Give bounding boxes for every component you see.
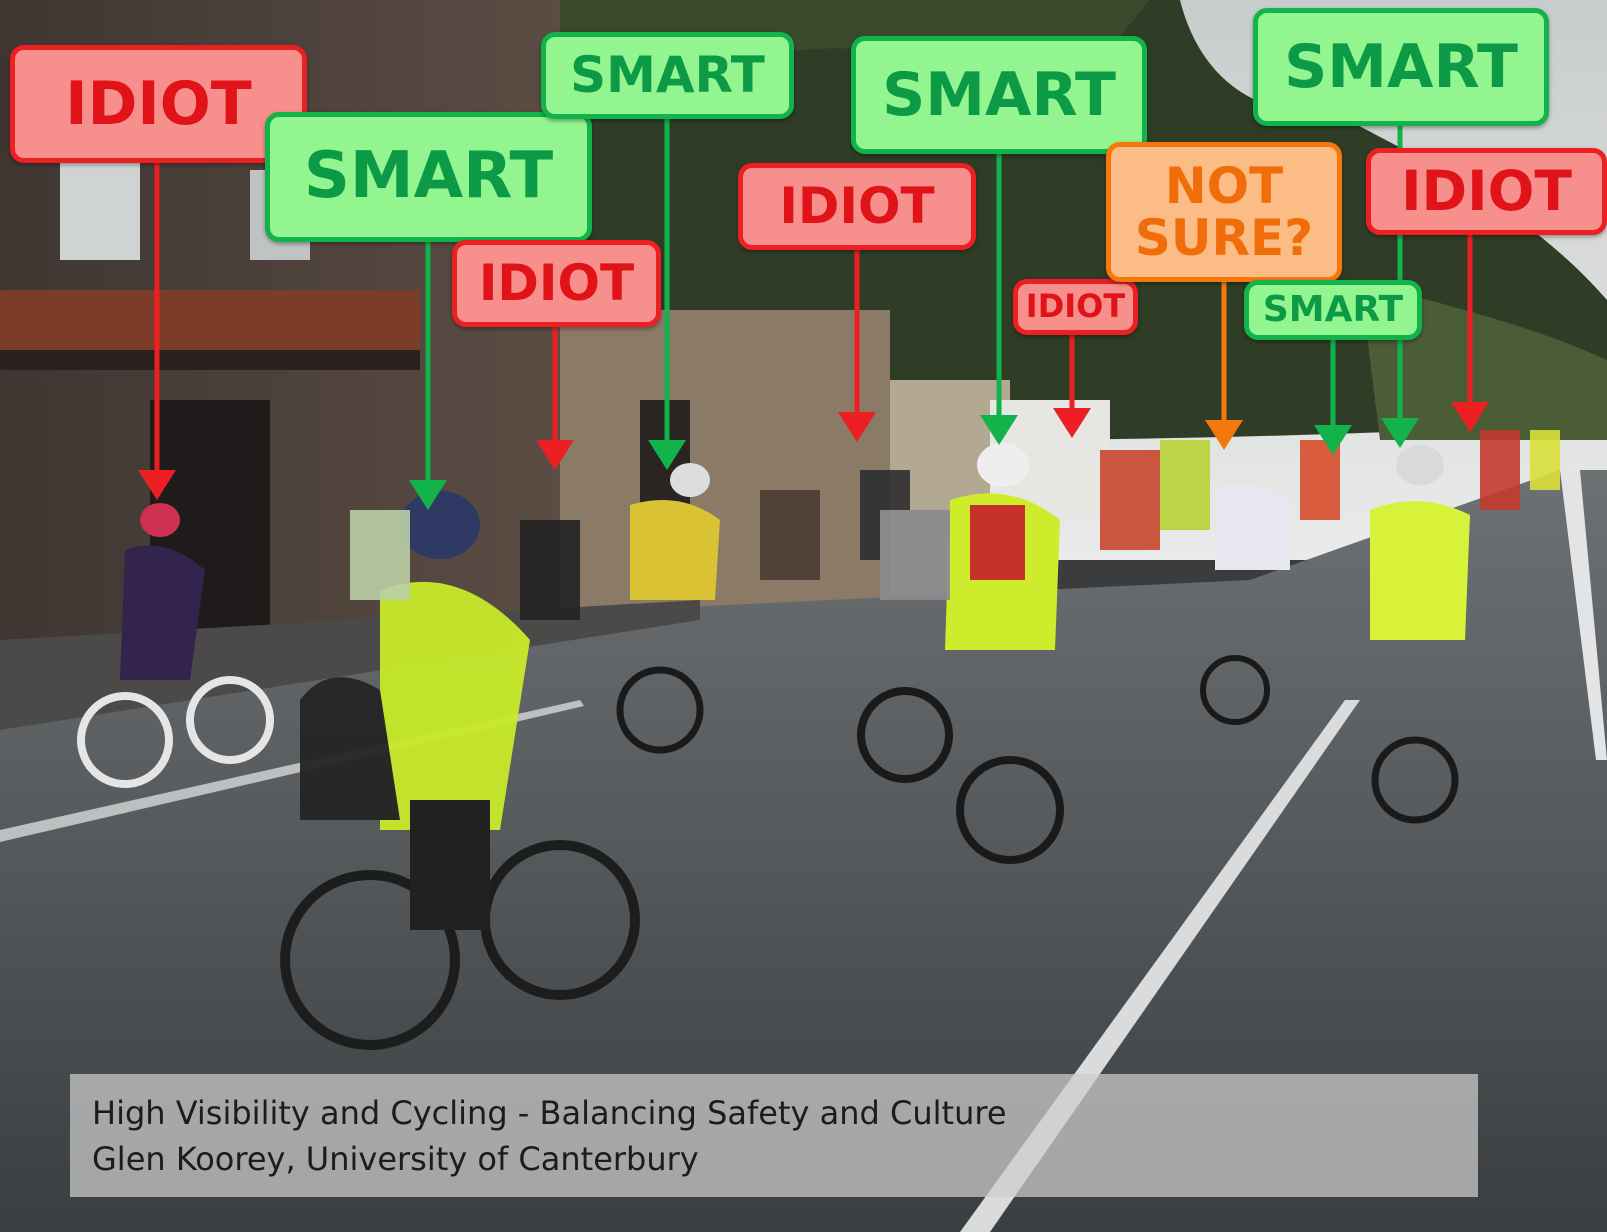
awning bbox=[0, 290, 420, 350]
label-idiot: IDIOT bbox=[452, 240, 661, 327]
label-idiot: IDIOT bbox=[738, 163, 976, 250]
pointer-arrow-head bbox=[1381, 418, 1419, 448]
pointer-arrow-head bbox=[409, 480, 447, 510]
building-facade bbox=[560, 310, 890, 640]
pointer-arrow-head bbox=[838, 412, 876, 442]
crowd-background bbox=[350, 430, 1560, 620]
cyclist-white-shirt bbox=[1200, 484, 1290, 725]
cyclist-center bbox=[857, 443, 1064, 864]
awning-shadow bbox=[0, 350, 420, 370]
pointer-arrows bbox=[138, 119, 1489, 510]
label-unsure: NOT SURE? bbox=[1106, 142, 1342, 282]
pointer-arrow-head bbox=[980, 415, 1018, 445]
caption-title: High Visibility and Cycling - Balancing … bbox=[92, 1094, 1007, 1132]
cyclist-front-left bbox=[280, 491, 640, 1050]
lane-line-right bbox=[1560, 470, 1607, 760]
pointer-arrow-head bbox=[1205, 420, 1243, 450]
pointer-arrow-head bbox=[536, 440, 574, 470]
pointer-arrow-head bbox=[1451, 402, 1489, 432]
label-smart: SMART bbox=[265, 112, 592, 242]
pointer-arrow-head bbox=[1314, 425, 1352, 455]
label-smart: SMART bbox=[851, 36, 1147, 154]
window-left bbox=[60, 150, 140, 260]
label-idiot: IDIOT bbox=[1366, 148, 1607, 235]
cyclist-left-white-bike bbox=[77, 503, 274, 788]
cyclist-right bbox=[1370, 445, 1470, 824]
label-idiot: IDIOT bbox=[10, 45, 307, 163]
caption-author: Glen Koorey, University of Canterbury bbox=[92, 1140, 699, 1178]
label-smart: SMART bbox=[1253, 8, 1549, 126]
label-smart: SMART bbox=[1244, 280, 1422, 340]
pointer-arrow-head bbox=[1053, 408, 1091, 438]
pointer-arrow-head bbox=[138, 470, 176, 500]
pointer-arrow-head bbox=[648, 440, 686, 470]
cyclist-mid-yellow bbox=[616, 463, 720, 754]
slide-caption: High Visibility and Cycling - Balancing … bbox=[70, 1074, 1478, 1197]
label-idiot: IDIOT bbox=[1013, 279, 1138, 335]
label-smart: SMART bbox=[541, 32, 794, 119]
